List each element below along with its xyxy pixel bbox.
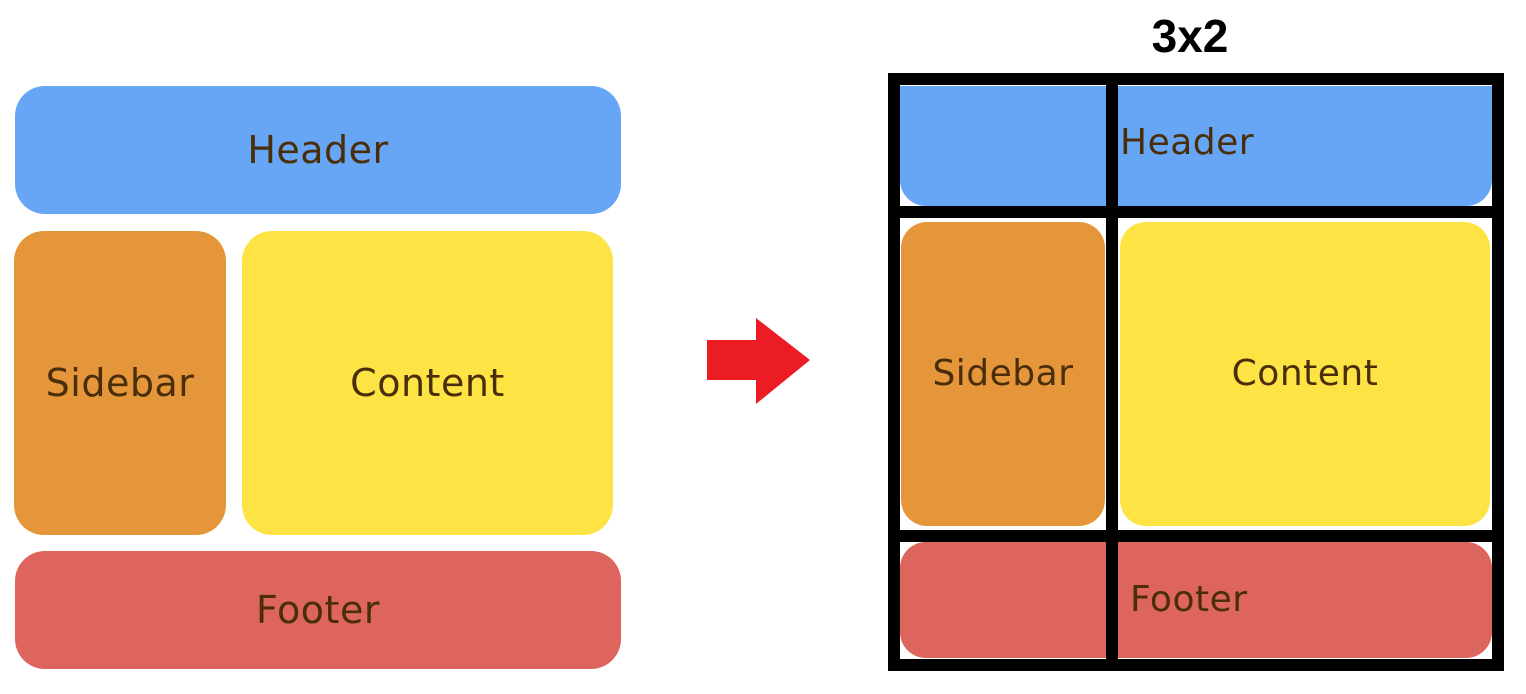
right-content-block <box>1120 222 1490 526</box>
left-sidebar-block: Sidebar <box>14 231 226 535</box>
grid-size-label: 3x2 <box>1151 10 1229 62</box>
grid-line-row-divider-2 <box>888 530 1504 542</box>
right-header-label: Header <box>1120 122 1255 163</box>
left-footer-label: Footer <box>256 588 380 632</box>
left-footer-block: Footer <box>15 551 621 669</box>
grid-line-bottom <box>888 659 1504 671</box>
right-footer-block <box>900 542 1492 658</box>
left-content-label: Content <box>350 361 505 405</box>
left-header-block: Header <box>15 86 621 214</box>
left-sidebar-label: Sidebar <box>45 361 195 405</box>
grid-line-right <box>1492 73 1504 671</box>
grid-line-row-divider-1 <box>888 206 1504 218</box>
right-sidebar-label: Sidebar <box>932 353 1074 394</box>
grid-line-top <box>888 73 1504 85</box>
right-header-block <box>900 86 1492 206</box>
right-sidebar-block <box>901 222 1105 526</box>
grid-line-column-divider <box>1106 73 1118 671</box>
grid-line-left <box>888 73 900 671</box>
right-footer-label: Footer <box>1130 579 1248 620</box>
arrow-right-icon <box>707 318 810 404</box>
left-header-label: Header <box>247 128 389 172</box>
left-content-block: Content <box>242 231 613 535</box>
right-content-label: Content <box>1231 353 1379 394</box>
